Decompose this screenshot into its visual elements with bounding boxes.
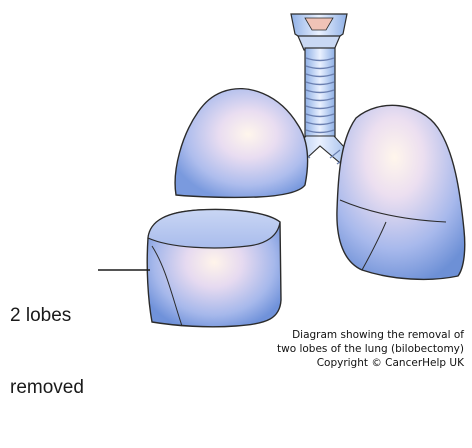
label-line-1: 2 lobes	[10, 304, 84, 328]
right-lung	[337, 105, 465, 279]
caption-copyright: Copyright © CancerHelp UK	[164, 356, 464, 370]
larynx	[291, 14, 347, 50]
remaining-upper-lobe	[175, 89, 308, 198]
caption-line-2: two lobes of the lung (bilobectomy)	[164, 342, 464, 356]
diagram-caption: Diagram showing the removal of two lobes…	[164, 328, 464, 370]
bilobectomy-diagram: 2 lobes removed Diagram showing the remo…	[0, 0, 472, 378]
label-line-2: removed	[10, 376, 84, 400]
removed-lobes	[147, 210, 281, 327]
removed-lobes-label: 2 lobes removed	[10, 256, 84, 448]
caption-line-1: Diagram showing the removal of	[164, 328, 464, 342]
trachea	[305, 48, 335, 138]
